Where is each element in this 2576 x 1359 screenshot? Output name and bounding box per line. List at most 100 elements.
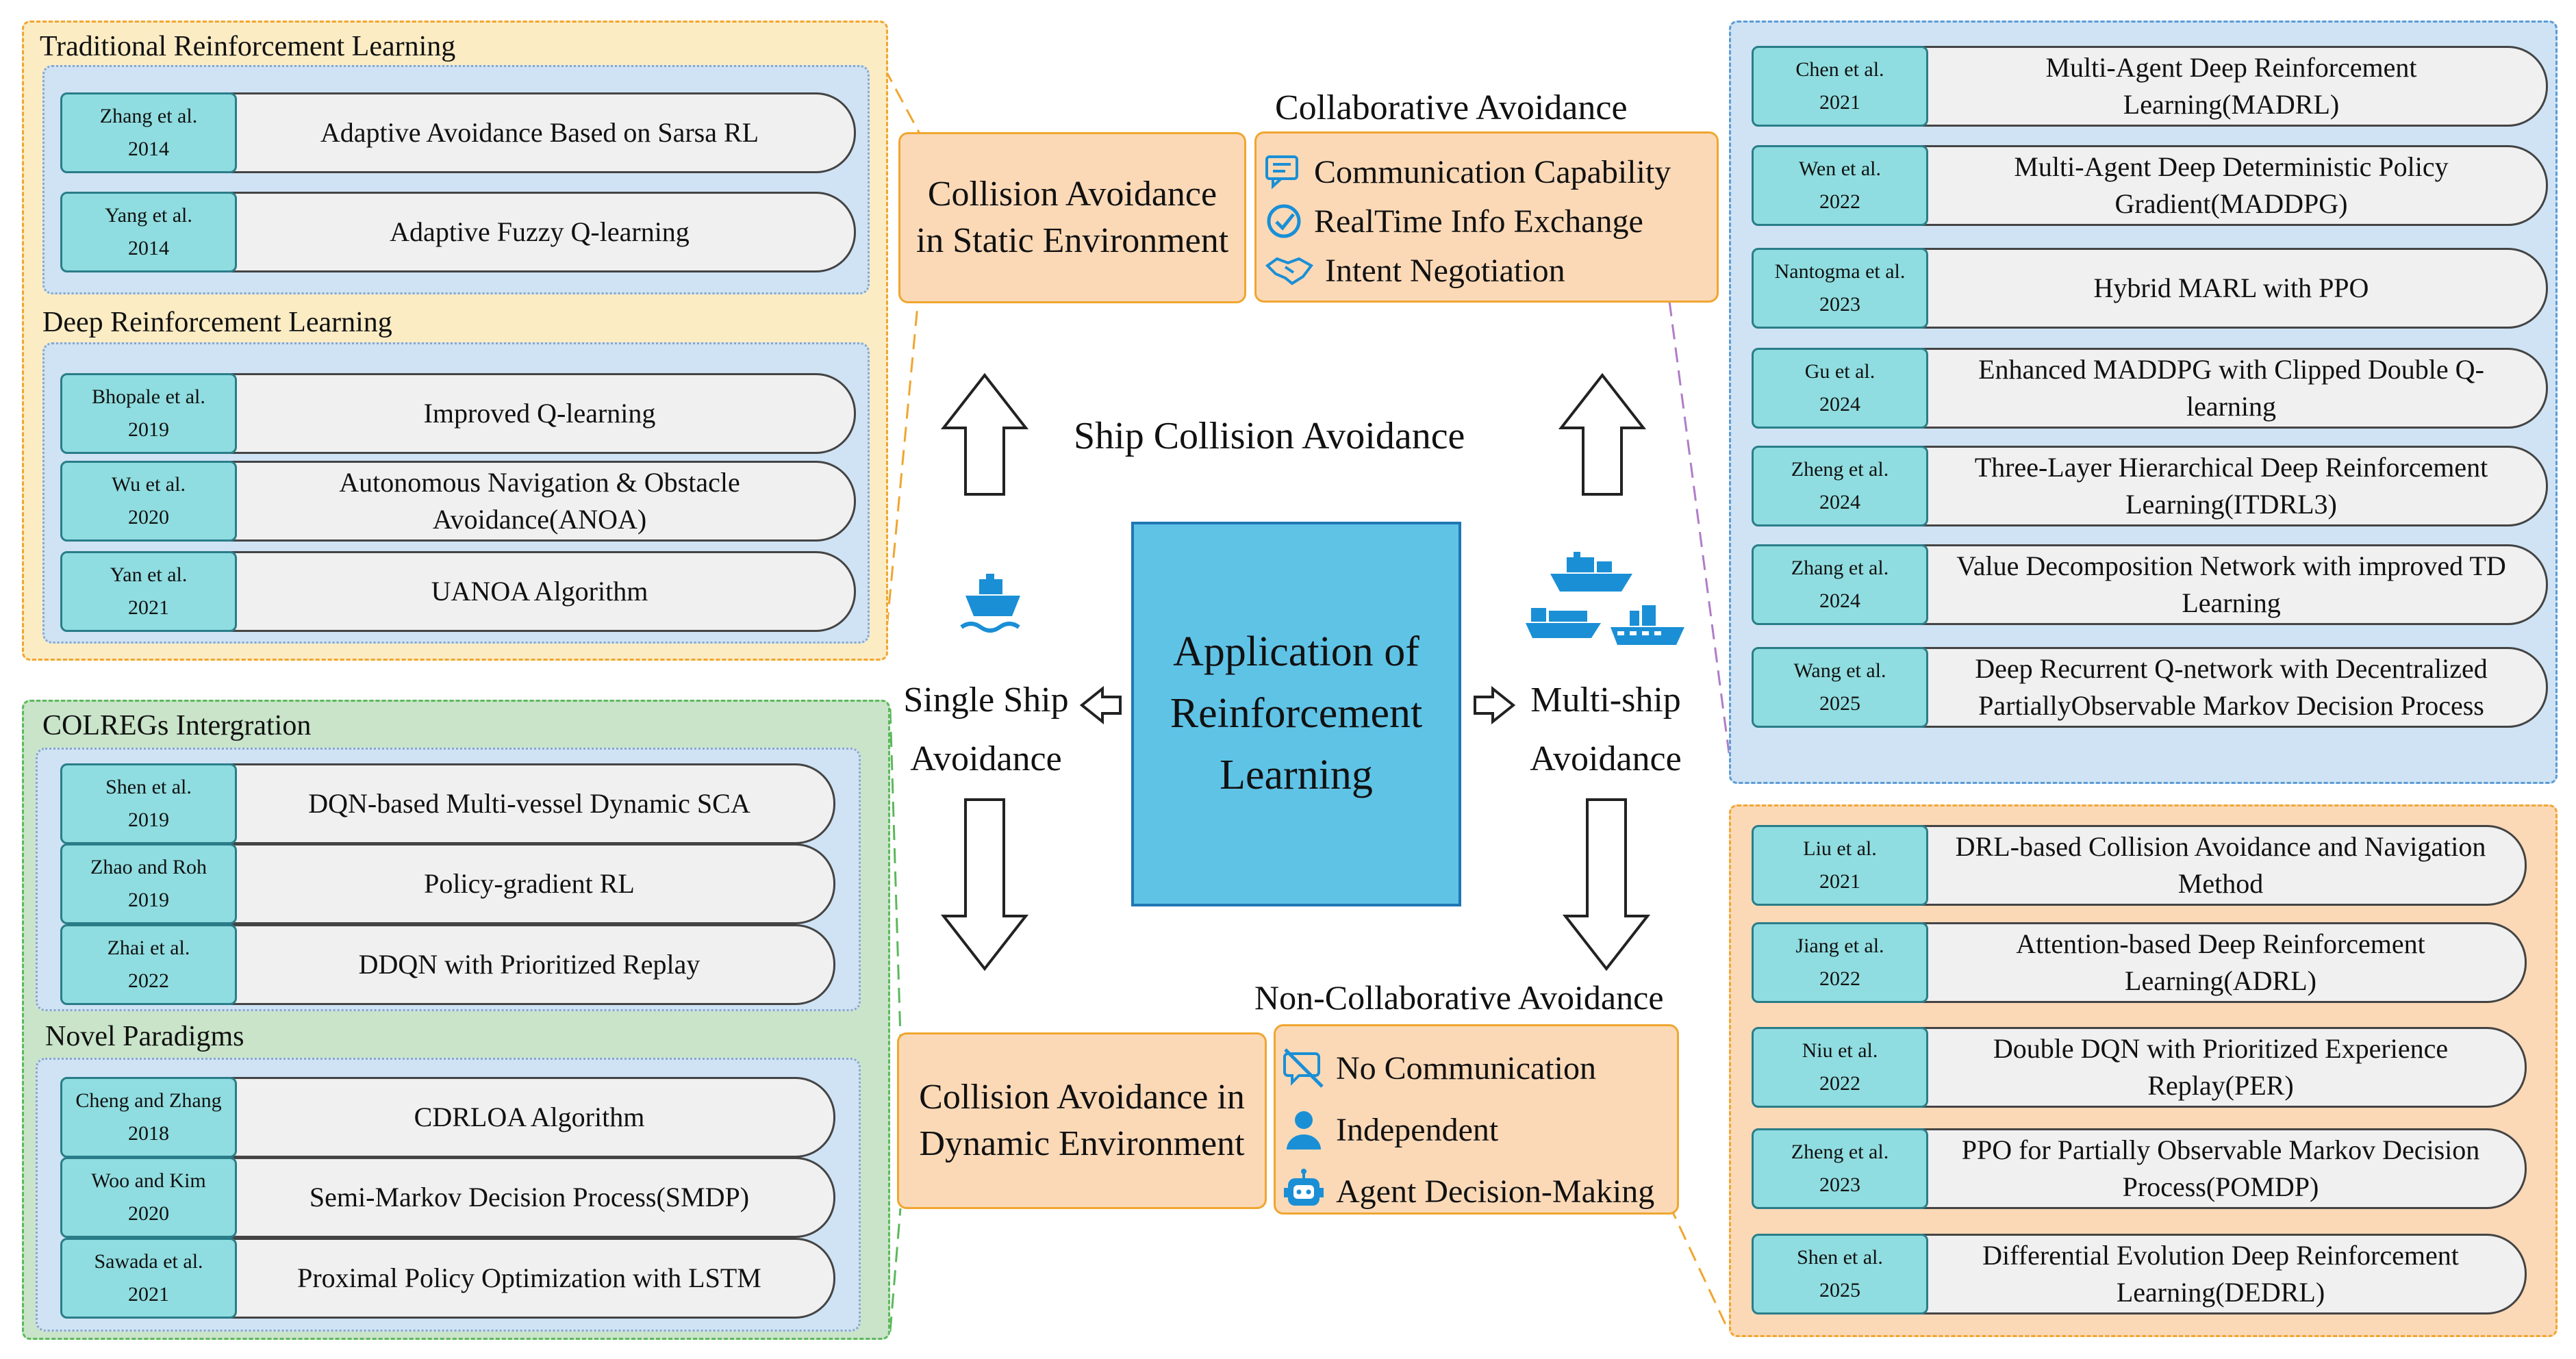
feature-independent: Independent [1283, 1099, 1677, 1160]
method-description: Policy-gradient RL [424, 868, 635, 899]
section-title-colregs: COLREGs Intergration [42, 710, 312, 741]
feature-label: RealTime Info Exchange [1314, 203, 1643, 240]
author-badge: Zhang et al. 2014 [60, 92, 237, 173]
author-name: Wen et al. [1798, 157, 1882, 180]
author-year: 2020 [128, 506, 169, 529]
author-year: 2023 [1819, 293, 1860, 316]
author-year: 2014 [128, 138, 169, 160]
author-year: 2019 [128, 809, 169, 831]
chat-icon [1265, 155, 1298, 189]
center-line3: Learning [1220, 751, 1373, 798]
author-badge: Liu et al.2021 [1752, 825, 1928, 906]
method-description: Autonomous Navigation & Obstacle Avoidan… [339, 467, 740, 535]
author-year: 2021 [1819, 91, 1860, 114]
method-description: Improved Q-learning [423, 398, 656, 429]
arrow-right-center [1474, 685, 1516, 725]
author-badge: Jiang et al.2022 [1752, 922, 1928, 1003]
method-description: Deep Recurrent Q-network with Decentrali… [1975, 653, 2488, 721]
author-year: 2020 [128, 1202, 169, 1225]
method-description: Value Decomposition Network with improve… [1956, 550, 2506, 618]
author-name: Gu et al. [1804, 360, 1876, 383]
non-collaborative-features-box: No Communication Independent Agent Decis… [1274, 1024, 1679, 1215]
author-name: Shen et al. [1797, 1246, 1883, 1269]
author-name: Zhang et al. [99, 105, 198, 127]
single-line2: Avoidance [910, 739, 1062, 778]
author-name: Jiang et al. [1795, 935, 1884, 957]
non-collaborative-title: Non-Collaborative Avoidance [1254, 978, 1664, 1017]
single-line1: Single Ship [903, 681, 1069, 720]
method-description: Double DQN with Prioritized Experience R… [1993, 1033, 2449, 1101]
no-communication-icon [1283, 1048, 1324, 1088]
dynamic-env-line2: Dynamic Environment [919, 1124, 1245, 1163]
method-description: Proximal Policy Optimization with LSTM [297, 1262, 761, 1293]
dynamic-env-line1: Collision Avoidance in [919, 1078, 1245, 1117]
author-badge: Shen et al.2025 [1752, 1234, 1928, 1314]
method-description: PPO for Partially Observable Markov Deci… [1961, 1134, 2480, 1202]
handshake-icon [1265, 257, 1313, 285]
author-year: 2025 [1819, 692, 1860, 715]
author-year: 2022 [1819, 190, 1860, 213]
method-description: Three-Layer Hierarchical Deep Reinforcem… [1974, 452, 2488, 520]
author-name: Cheng and Zhang [75, 1089, 222, 1112]
author-badge: Nantogma et al. 2023 [1752, 248, 1928, 329]
author-year: 2024 [1819, 589, 1860, 612]
method-description: Adaptive Avoidance Based on Sarsa RL [320, 117, 759, 148]
author-badge: Wen et al. 2022 [1752, 145, 1928, 226]
arrow-up-left [940, 372, 1029, 496]
author-badge: Zhai et al.2022 [60, 924, 237, 1005]
feature-label: No Communication [1336, 1050, 1596, 1087]
method-description: Differential Evolution Deep Reinforcemen… [1982, 1240, 2459, 1308]
single-ship-icon [960, 574, 1020, 633]
list-item: Yan et al. 2021 UANOA Algorithm [60, 551, 856, 632]
method-description: Adaptive Fuzzy Q-learning [390, 216, 690, 247]
author-name: Zhao and Roh [90, 856, 207, 878]
author-badge: Sawada et al.2021 [60, 1238, 237, 1319]
collaborative-features-box: Communication Capability RealTime Info E… [1254, 131, 1719, 303]
author-year: 2024 [1819, 393, 1860, 416]
feature-label: Agent Decision-Making [1336, 1173, 1655, 1210]
list-item: Shen et al.2025 Differential Evolution De… [1752, 1234, 2527, 1314]
feature-no-communication: No Communication [1283, 1037, 1677, 1099]
author-badge: Shen et al. 2019 [60, 763, 237, 844]
feature-label: Intent Negotiation [1325, 252, 1565, 289]
author-name: Wu et al. [112, 473, 186, 496]
author-name: Yan et al. [110, 563, 188, 586]
arrow-left-center [1079, 685, 1122, 725]
author-year: 2021 [128, 596, 169, 619]
section-title-traditional-rl: Traditional Reinforcement Learning [40, 31, 456, 62]
list-item: Wu et al. 2020 Autonomous Navigation & Obs… [60, 461, 856, 542]
feature-agent-decision: Agent Decision-Making [1283, 1160, 1677, 1222]
author-name: Niu et al. [1802, 1039, 1878, 1062]
method-description: CDRLOA Algorithm [414, 1102, 645, 1132]
author-name: Zhai et al. [107, 937, 190, 959]
author-name: Zhang et al. [1791, 557, 1889, 579]
method-description: UANOA Algorithm [431, 576, 648, 607]
author-name: Bhopale et al. [92, 385, 205, 408]
collaborative-title: Collaborative Avoidance [1275, 88, 1628, 127]
author-badge: Yan et al. 2021 [60, 551, 237, 632]
section-title-deep-rl: Deep Reinforcement Learning [42, 307, 392, 338]
feature-label: Independent [1336, 1111, 1499, 1148]
static-env-line2: in Static Environment [916, 221, 1229, 260]
author-name: Nantogma et al. [1774, 260, 1906, 283]
author-name: Shen et al. [105, 776, 192, 798]
author-name: Sawada et al. [94, 1250, 203, 1273]
list-item: Sawada et al.2021 Proximal Policy Optimiz… [60, 1238, 835, 1319]
list-item: Zhang et al. 2014 Adaptive Avoidance Based… [60, 92, 856, 173]
